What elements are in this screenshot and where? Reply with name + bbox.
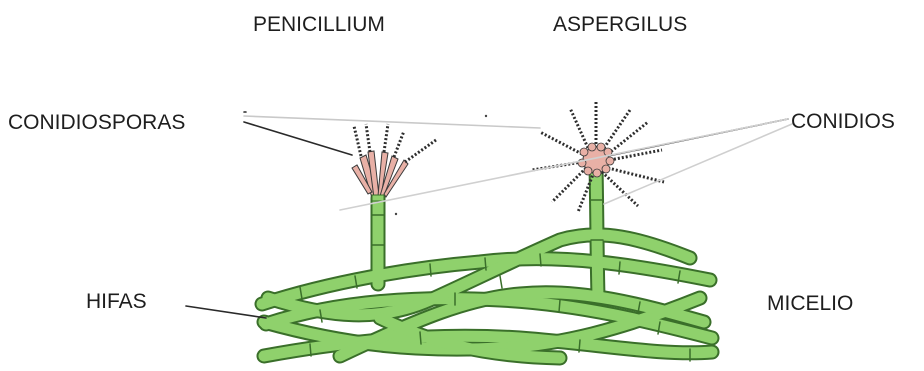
leader-conidiosporas-to-aspergilus [244, 116, 540, 128]
leader-lines [186, 112, 792, 318]
leader-conidiosporas-to-penicillium [244, 122, 352, 155]
penicillium-head [352, 124, 436, 201]
leader-conidios-to-stalk [604, 124, 792, 204]
label-hifas: HIFAS [86, 291, 147, 312]
label-penicillium: PENICILLIUM [253, 14, 385, 35]
mycelium-network [262, 165, 712, 361]
label-conidiosporas: CONIDIOSPORAS [8, 112, 185, 133]
label-aspergilus: ASPERGILUS [553, 14, 687, 35]
label-conidios: CONIDIOS [791, 111, 895, 132]
leader-hifas [186, 306, 266, 318]
label-micelio: MICELIO [767, 293, 853, 314]
